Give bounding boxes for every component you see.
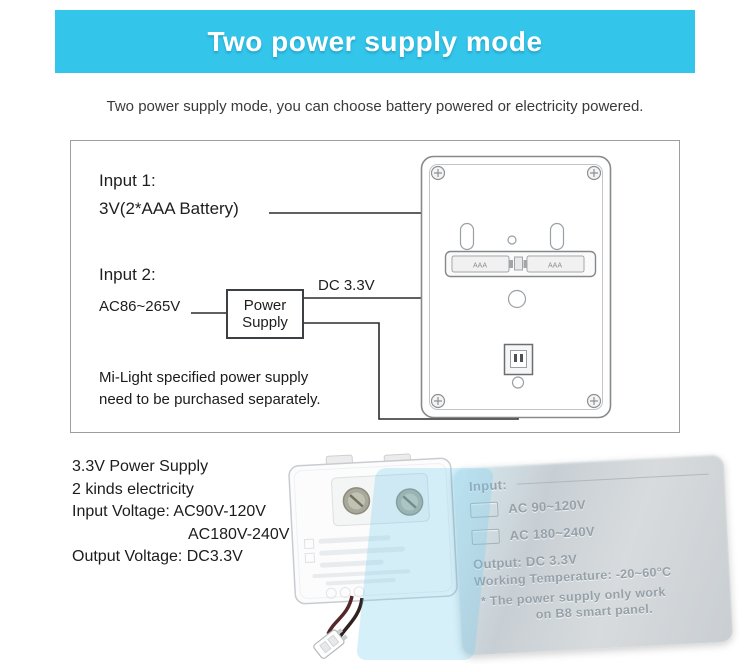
power-supply-box: Power Supply bbox=[226, 289, 304, 339]
power-supply-box-line2: Supply bbox=[242, 314, 288, 331]
wiring-diagram-illustration: AAA AAA bbox=[191, 155, 612, 420]
wire-connector bbox=[313, 628, 348, 659]
spec-line: 3.3V Power Supply bbox=[72, 458, 209, 475]
battery-slot: AAA AAA bbox=[444, 250, 597, 278]
input1-value: 3V(2*AAA Battery) bbox=[99, 199, 239, 218]
dc-connector bbox=[503, 343, 534, 376]
purchase-note-line1: Mi-Light specified power supply bbox=[99, 369, 309, 386]
spec-line: 2 kinds electricity bbox=[72, 480, 194, 498]
banner: Two power supply mode bbox=[55, 10, 695, 73]
module-label-print bbox=[303, 535, 411, 599]
power-supply-box-line1: Power bbox=[243, 297, 287, 314]
page-title: Two power supply mode bbox=[207, 25, 543, 57]
battery-aaa-left-label: AAA bbox=[473, 263, 487, 270]
spec-line: Input Voltage: AC90V-120V bbox=[72, 503, 266, 520]
input2-value: AC86~265V bbox=[99, 298, 181, 315]
spec-line: AC180V-240V bbox=[188, 525, 290, 543]
spec-line: Output Voltage: DC3.3V bbox=[72, 548, 243, 565]
corner-screw-icon bbox=[430, 165, 602, 409]
module-body bbox=[288, 453, 458, 605]
wiring-diagram-panel: AAA AAA Input 1: 3V(2*AAA Battery) Input… bbox=[70, 140, 680, 433]
purchase-note-line2: need to be purchased separately. bbox=[99, 391, 321, 408]
voltage-checkbox-icon bbox=[469, 501, 499, 518]
voltage-option-label: AC 90~120V bbox=[507, 496, 587, 516]
mounting-holes bbox=[459, 222, 565, 389]
screw-terminal-icon bbox=[342, 487, 424, 516]
purchase-note: Mi-Light specified power supply need to … bbox=[99, 367, 321, 411]
device-back-illustration: AAA AAA bbox=[420, 155, 612, 419]
power-supply-module-illustration bbox=[288, 453, 458, 659]
voltage-option-label: AC 180~240V bbox=[509, 523, 596, 543]
spec-label-panel: Input: AC 90~120V AC 180~240V Output: DC… bbox=[452, 453, 734, 656]
wire-battery-input bbox=[269, 212, 442, 263]
panel-divider-line bbox=[516, 473, 709, 485]
input1-label: Input 1: bbox=[99, 171, 156, 190]
subtitle: Two power supply mode, you can choose ba… bbox=[106, 98, 644, 115]
input2-label: Input 2: bbox=[99, 265, 156, 284]
panel-input-title: Input: bbox=[468, 477, 508, 495]
battery-aaa-right-label: AAA bbox=[548, 263, 562, 270]
voltage-checkbox-icon bbox=[471, 528, 500, 545]
dc-output-label: DC 3.3V bbox=[318, 277, 375, 294]
power-supply-specs: 3.3V Power Supply 2 kinds electricity In… bbox=[72, 456, 289, 569]
